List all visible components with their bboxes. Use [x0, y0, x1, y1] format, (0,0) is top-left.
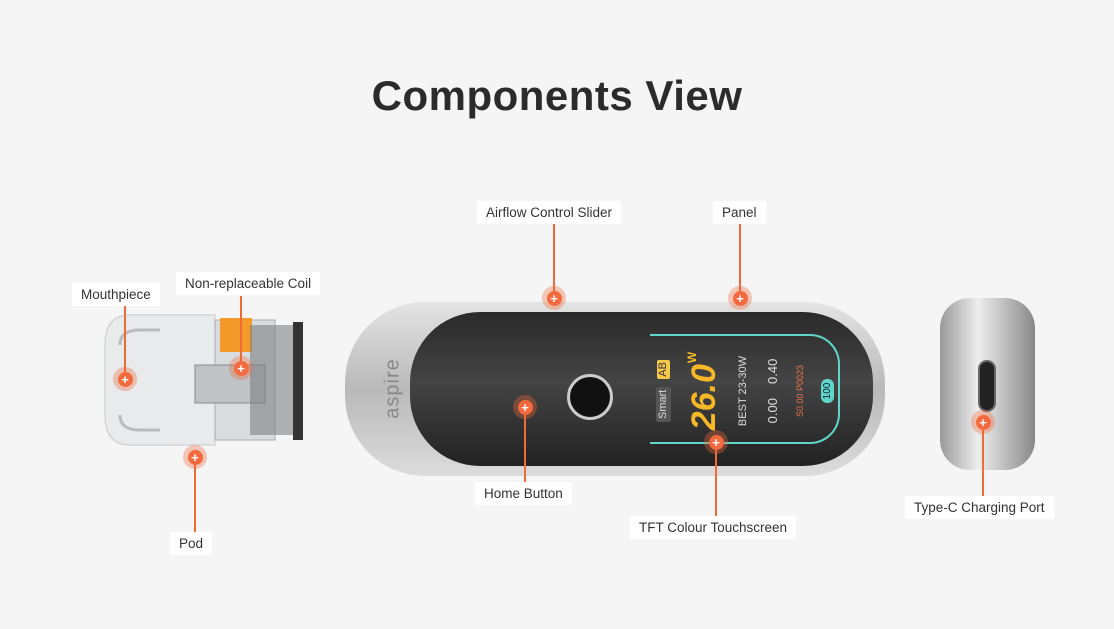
plus-icon: + — [233, 360, 249, 376]
resistance: 0.40 — [765, 358, 780, 384]
wattage: 26.0 — [685, 364, 723, 431]
hotspot-home[interactable]: + — [513, 395, 537, 419]
hotspot-pod[interactable]: + — [183, 445, 207, 469]
plus-icon: + — [517, 399, 533, 415]
label-pod: Pod — [170, 532, 213, 555]
voltage: 0.00 — [765, 398, 780, 424]
device-side — [940, 298, 1035, 470]
label-mouthpiece: Mouthpiece — [72, 283, 160, 306]
tft-screen[interactable]: Smart AB 26.0 W BEST 23-30W 0.00 0.40 S0… — [650, 334, 840, 444]
hotspot-mouthpiece[interactable]: + — [113, 367, 137, 391]
plus-icon: + — [546, 290, 562, 306]
type-c-port — [978, 360, 996, 412]
plus-icon: + — [117, 371, 133, 387]
panel: Smart AB 26.0 W BEST 23-30W 0.00 0.40 S0… — [410, 312, 873, 466]
pod-image — [104, 314, 303, 446]
plus-icon: + — [975, 414, 991, 430]
device-main: aspire Smart AB 26.0 W BEST 23-30W 0.00 … — [345, 302, 885, 476]
home-button[interactable] — [567, 374, 613, 420]
wattage-unit: W — [685, 351, 699, 364]
hotspot-typec[interactable]: + — [971, 410, 995, 434]
plus-icon: + — [732, 290, 748, 306]
label-home: Home Button — [475, 482, 572, 505]
hotspot-coil[interactable]: + — [229, 356, 253, 380]
label-coil: Non-replaceable Coil — [176, 272, 321, 295]
hotspot-airflow[interactable]: + — [542, 286, 566, 310]
label-tft: TFT Colour Touchscreen — [630, 516, 797, 539]
mode-badge: Smart — [656, 386, 671, 423]
plus-icon: + — [708, 434, 724, 450]
brand-logo: aspire — [381, 358, 404, 419]
hotspot-panel[interactable]: + — [728, 286, 752, 310]
hotspot-tft[interactable]: + — [704, 430, 728, 454]
plus-icon: + — [187, 449, 203, 465]
stats: S0.00 P0023 — [795, 364, 805, 418]
ab-badge: AB — [657, 359, 670, 379]
page-title: Components View — [371, 72, 743, 119]
label-panel: Panel — [713, 201, 766, 224]
label-airflow: Airflow Control Slider — [477, 201, 622, 224]
best-range: BEST 23-30W — [737, 355, 749, 427]
label-typec: Type-C Charging Port — [905, 496, 1054, 519]
battery-indicator: 100 — [821, 378, 834, 404]
